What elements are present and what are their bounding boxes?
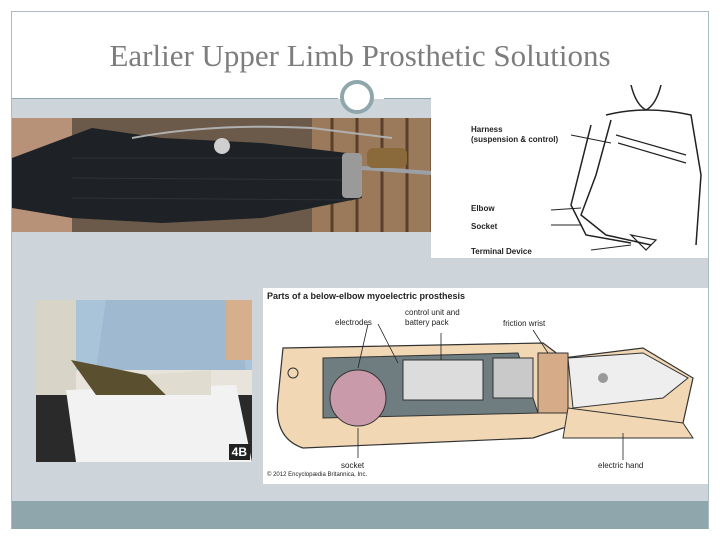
divider-ring-ornament bbox=[340, 80, 374, 114]
title-divider-left bbox=[12, 98, 338, 99]
label-socket-myo: socket bbox=[341, 461, 365, 470]
slide-frame-left bbox=[11, 11, 12, 529]
label-control-unit-2: battery pack bbox=[405, 318, 449, 327]
footer-bar bbox=[12, 501, 708, 529]
label-socket: Socket bbox=[471, 222, 498, 231]
label-harness-sub: (suspension & control) bbox=[471, 135, 559, 144]
slide-title: Earlier Upper Limb Prosthetic Solutions bbox=[109, 38, 611, 73]
label-harness: Harness bbox=[471, 125, 503, 134]
slide-frame-top bbox=[11, 11, 709, 12]
label-friction-wrist: friction wrist bbox=[503, 319, 546, 328]
slide-frame-right bbox=[708, 11, 709, 529]
label-elbow: Elbow bbox=[471, 204, 495, 213]
photo-hook-prosthesis bbox=[12, 118, 462, 232]
diagram-myoelectric: Parts of a below-elbow myoelectric prost… bbox=[263, 288, 708, 484]
label-terminal-device: Terminal Device bbox=[471, 247, 532, 256]
diagram-heading: Parts of a below-elbow myoelectric prost… bbox=[267, 291, 466, 301]
label-electric-hand: electric hand bbox=[598, 461, 644, 470]
label-control-unit-1: control unit and bbox=[405, 308, 460, 317]
label-electrodes: electrodes bbox=[335, 318, 372, 327]
photo-patient-prosthesis: 4B bbox=[36, 300, 252, 462]
diagram-harness: Harness (suspension & control) Elbow Soc… bbox=[431, 85, 708, 258]
badge-4b: 4B bbox=[228, 444, 250, 460]
copyright-text: © 2012 Encyclopædia Britannica, Inc. bbox=[267, 472, 368, 478]
